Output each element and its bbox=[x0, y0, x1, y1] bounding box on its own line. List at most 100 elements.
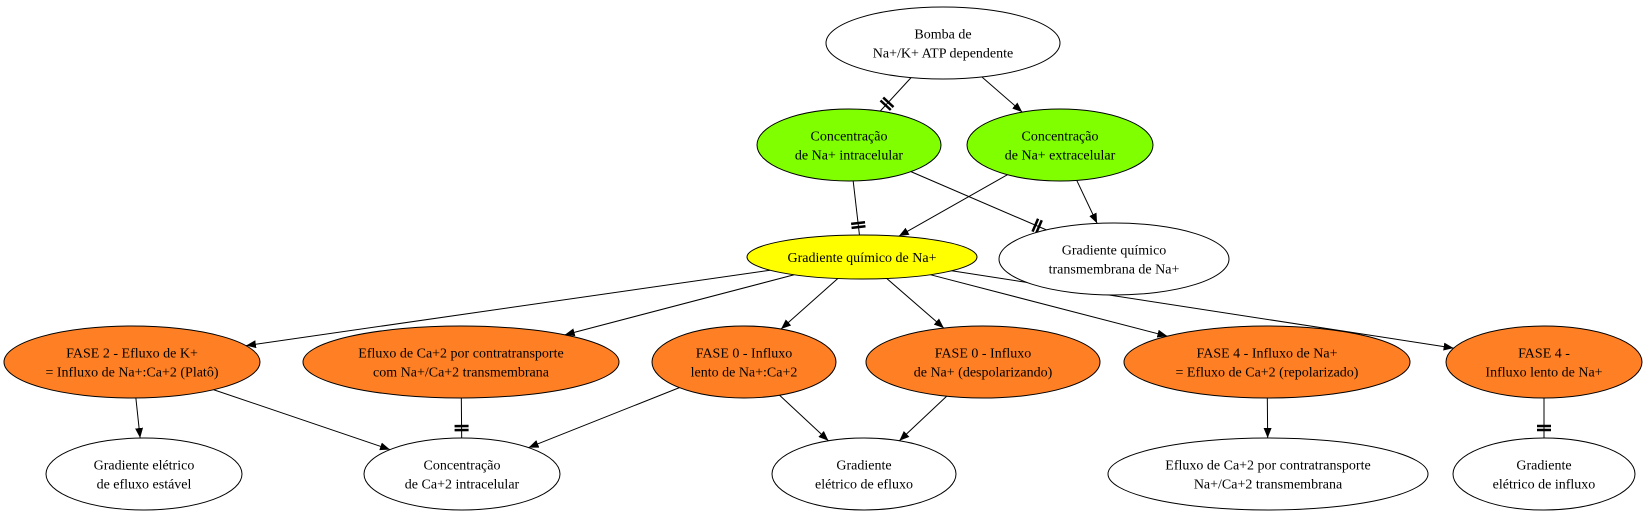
node-shape bbox=[771, 437, 957, 511]
node-conc-na-extra: Concentração de Na+ extracelular bbox=[966, 108, 1154, 182]
node-efluxo-ca-trans: Efluxo de Ca+2 por contratransporteNa+/C… bbox=[1107, 437, 1429, 511]
edge-line bbox=[213, 389, 391, 451]
tee-bar bbox=[882, 96, 895, 108]
tee-bar bbox=[1031, 218, 1040, 233]
node-label: = Influxo de Na+:Ca+2 (Platô) bbox=[46, 366, 219, 381]
node-shape bbox=[1445, 325, 1643, 399]
node-label: FASE 4 - Influxo de Na+ bbox=[1196, 347, 1337, 362]
node-label: elétrico de efluxo bbox=[815, 478, 913, 493]
node-label: Na+/Ca+2 transmembrana bbox=[1194, 478, 1343, 493]
edge-line bbox=[779, 394, 829, 442]
edge-gradiente_quimico-to-efluxo_ca_contra bbox=[564, 274, 795, 337]
node-label: Gradiente químico de Na+ bbox=[787, 251, 936, 266]
tee-bar bbox=[1035, 219, 1043, 234]
node-shape bbox=[746, 234, 978, 280]
node-shape bbox=[45, 437, 243, 511]
edge-line bbox=[780, 278, 839, 330]
edge-line bbox=[910, 171, 1047, 231]
edge-line bbox=[886, 278, 945, 329]
node-label: lento de Na+:Ca+2 bbox=[691, 366, 798, 381]
node-label: Bomba de bbox=[914, 28, 971, 43]
node-conc-ca-intra: Concentração de Ca+2 intracelular bbox=[363, 437, 561, 511]
node-label: FASE 0 - Influxo bbox=[696, 347, 793, 362]
node-shape bbox=[756, 108, 942, 182]
edge-line bbox=[898, 395, 947, 442]
node-shape bbox=[1107, 437, 1429, 511]
node-label: Efluxo de Ca+2 por contratransporte bbox=[358, 347, 563, 362]
edge-fase0_lento-to-grad_eletrico_efluxo bbox=[779, 394, 829, 442]
node-label: de Na+ intracelular bbox=[795, 149, 904, 164]
node-shape bbox=[3, 325, 261, 399]
node-label: Concentração bbox=[1022, 130, 1099, 145]
node-label: transmembrana de Na+ bbox=[1049, 263, 1180, 278]
node-fase2: FASE 2 - Efluxo de K+ = Influxo de Na+:Ca… bbox=[3, 325, 261, 399]
node-shape bbox=[1123, 325, 1411, 399]
node-label: elétrico de influxo bbox=[1493, 478, 1596, 493]
node-label: Gradiente bbox=[1516, 459, 1571, 474]
nodes: Bomba de Na+/K+ ATP dependenteConcentraçã… bbox=[3, 6, 1643, 511]
node-shape bbox=[966, 108, 1154, 182]
node-label: Na+/K+ ATP dependente bbox=[873, 47, 1013, 62]
node-shape bbox=[825, 6, 1061, 80]
node-grad-eletrico-influxo: Gradiente elétrico de influxo bbox=[1452, 437, 1636, 511]
node-label: FASE 0 - Influxo bbox=[935, 347, 1032, 362]
edge-conc_na_intra-to-gradiente_quimico bbox=[850, 180, 866, 236]
edge-conc_na_extra-to-gradiente_quimico bbox=[898, 174, 1008, 237]
node-fase4-lento: FASE 4 - Influxo lento de Na+ bbox=[1445, 325, 1643, 399]
node-grad-eletrico-efluxo: Gradiente elétrico de efluxo bbox=[771, 437, 957, 511]
node-label: Concentração bbox=[811, 130, 888, 145]
node-label: Concentração bbox=[424, 459, 501, 474]
node-fase4-influxo: FASE 4 - Influxo de Na+ = Efluxo de Ca+2 … bbox=[1123, 325, 1411, 399]
node-conc-na-intra: Concentração de Na+ intracelular bbox=[756, 108, 942, 182]
edge-line bbox=[981, 76, 1023, 113]
edge-fase0_despol-to-grad_eletrico_efluxo bbox=[898, 395, 947, 442]
node-efluxo-ca-contra: Efluxo de Ca+2 por contratransporte com N… bbox=[302, 325, 620, 399]
edge-conc_na_extra-to-grad_quim_trans bbox=[1076, 180, 1098, 224]
node-shape bbox=[363, 437, 561, 511]
edge-line bbox=[898, 174, 1008, 237]
edge-bomba-to-conc_na_extra bbox=[981, 76, 1023, 113]
node-shape bbox=[651, 325, 837, 399]
node-label: Gradiente bbox=[836, 459, 891, 474]
tee-bar bbox=[851, 225, 866, 230]
edge-line bbox=[1076, 180, 1098, 224]
node-gradiente-quimico: Gradiente químico de Na+ bbox=[746, 234, 978, 280]
node-label: FASE 4 - bbox=[1518, 347, 1570, 362]
node-label: Efluxo de Ca+2 por contratransporte bbox=[1165, 459, 1370, 474]
tee-bar bbox=[879, 99, 892, 111]
edge-gradiente_quimico-to-fase0_despol bbox=[886, 278, 945, 329]
edge-gradiente_quimico-to-fase2 bbox=[245, 269, 771, 349]
node-bomba: Bomba de Na+/K+ ATP dependente bbox=[825, 6, 1061, 80]
node-shape bbox=[865, 325, 1101, 399]
node-shape bbox=[1452, 437, 1636, 511]
node-label: com Na+/Ca+2 transmembrana bbox=[373, 366, 550, 381]
node-fase0-despol: FASE 0 - Influxo de Na+ (despolarizando) bbox=[865, 325, 1101, 399]
node-shape bbox=[302, 325, 620, 399]
node-fase0-lento: FASE 0 - Influxo lento de Na+:Ca+2 bbox=[651, 325, 837, 399]
node-label: FASE 2 - Efluxo de K+ bbox=[66, 347, 198, 362]
edge-fase2-to-conc_ca_intra bbox=[213, 389, 391, 451]
edge-bomba-to-conc_na_intra bbox=[879, 77, 912, 112]
node-label: de Na+ (despolarizando) bbox=[914, 366, 1053, 381]
edge-gradiente_quimico-to-fase0_lento bbox=[780, 278, 839, 330]
edge-line bbox=[245, 269, 771, 349]
edge-efluxo_ca_contra-to-conc_ca_intra bbox=[454, 397, 469, 439]
edge-gradiente_quimico-to-fase4_influxo bbox=[930, 274, 1168, 338]
edge-fase0_lento-to-conc_ca_intra bbox=[528, 387, 680, 449]
edge-conc_na_intra-to-grad_quim_trans bbox=[910, 171, 1047, 234]
edge-line bbox=[135, 397, 144, 439]
node-label: = Efluxo de Ca+2 (repolarizado) bbox=[1176, 366, 1359, 381]
node-label: Influxo lento de Na+ bbox=[1485, 366, 1602, 381]
edges bbox=[135, 76, 1551, 451]
edge-fase2-to-grad_eletrico_estavel bbox=[135, 397, 144, 439]
node-label: de Na+ extracelular bbox=[1005, 149, 1116, 164]
edge-line bbox=[564, 274, 795, 337]
node-shape bbox=[998, 222, 1230, 296]
node-label: de efluxo estável bbox=[97, 478, 192, 493]
edge-line bbox=[930, 274, 1168, 338]
edge-fase4_lento-to-grad_eletrico_influxo bbox=[1537, 398, 1551, 438]
tee-bar bbox=[850, 221, 866, 226]
node-label: de Ca+2 intracelular bbox=[405, 478, 520, 493]
